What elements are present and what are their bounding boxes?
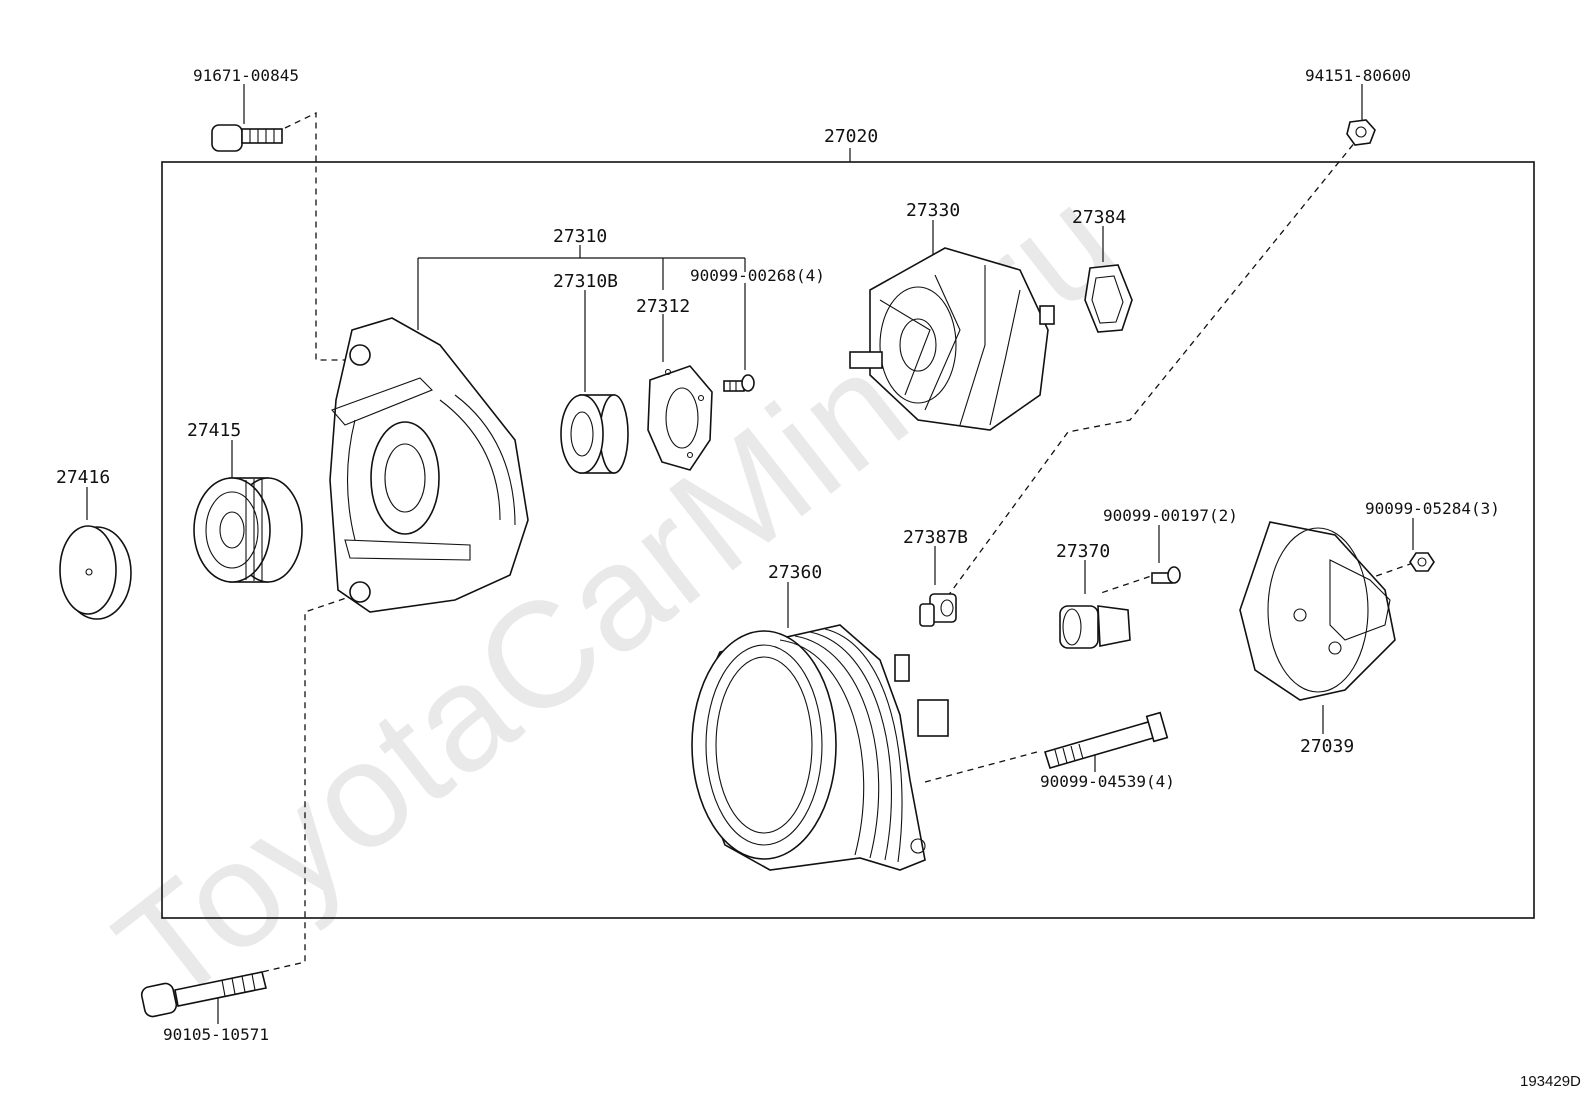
rotor-27330 <box>849 247 1055 431</box>
stator-housing-27360 <box>691 624 949 871</box>
assembly-frame <box>161 161 1535 919</box>
screw-90099-00268 <box>723 374 755 392</box>
label-27312: 27312 <box>636 296 690 317</box>
drive-end-frame-27310 <box>329 317 529 613</box>
rear-cover-27039 <box>1239 521 1396 701</box>
label-27020: 27020 <box>824 126 878 147</box>
cover-27384 <box>1084 264 1133 333</box>
pulley-27415 <box>193 477 303 583</box>
label-27360: 27360 <box>768 562 822 583</box>
label-27370: 27370 <box>1056 541 1110 562</box>
label-90099-00197: 90099-00197(2) <box>1103 506 1238 525</box>
label-91671-00845: 91671-00845 <box>193 66 299 85</box>
through-bolt-90099-04539 <box>1043 711 1169 769</box>
label-27330: 27330 <box>906 200 960 221</box>
bolt-90105-10571 <box>140 971 267 1018</box>
nut-94151-80600 <box>1346 119 1376 146</box>
label-27416: 27416 <box>56 467 110 488</box>
label-27310b: 27310B <box>553 271 618 292</box>
label-27310: 27310 <box>553 226 607 247</box>
label-94151-80600: 94151-80600 <box>1305 66 1411 85</box>
bolt-91671-00845 <box>211 124 283 152</box>
label-90099-04539: 90099-04539(4) <box>1040 772 1175 791</box>
nut-90099-05284 <box>1409 552 1435 572</box>
retainer-plate-27312 <box>647 365 713 471</box>
label-90105-10571: 90105-10571 <box>163 1025 269 1044</box>
label-90099-00268: 90099-00268(4) <box>690 266 825 285</box>
label-90099-05284: 90099-05284(3) <box>1365 499 1500 518</box>
bearing-27310b <box>560 394 629 474</box>
screw-90099-00197 <box>1151 566 1181 584</box>
label-27384: 27384 <box>1072 207 1126 228</box>
label-27387b: 27387B <box>903 527 968 548</box>
cap-27416 <box>59 525 132 620</box>
label-27415: 27415 <box>187 420 241 441</box>
connector-27387b <box>919 593 957 627</box>
reference-code: 193429D <box>1520 1073 1581 1090</box>
brush-holder-27370 <box>1059 605 1131 649</box>
label-27039: 27039 <box>1300 736 1354 757</box>
